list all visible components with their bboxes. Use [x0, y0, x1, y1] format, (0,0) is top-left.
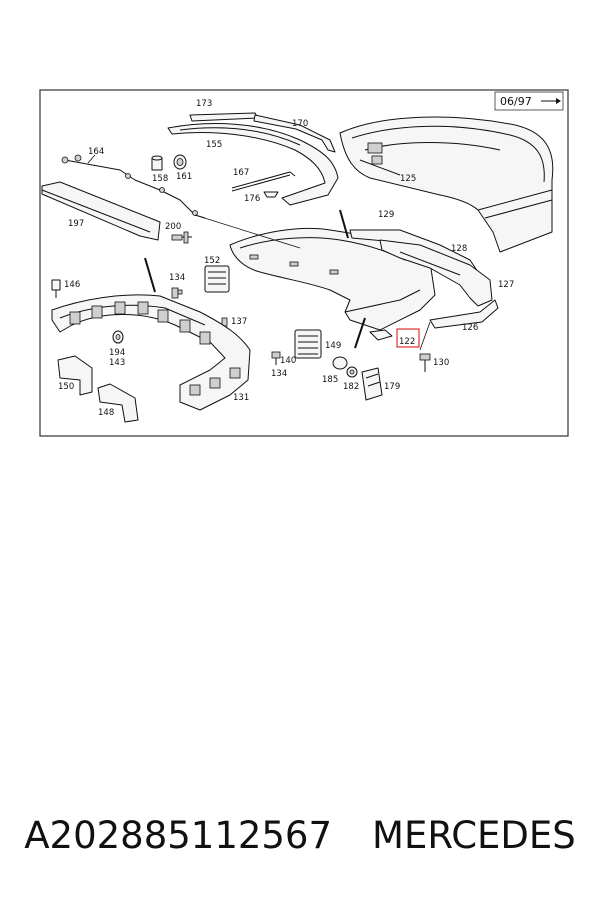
part-126-strip [429, 299, 499, 329]
part-148-bracket [97, 383, 139, 423]
callout-179: 179 [384, 382, 400, 392]
guide-line-e [419, 321, 431, 351]
callout-149: 149 [325, 341, 341, 351]
part-152-reflector [204, 265, 230, 293]
part-167-rod [231, 171, 296, 192]
revision-label: 06/97 [500, 95, 532, 108]
part-129-bumper-cover [229, 227, 436, 331]
callout-129: 129 [378, 210, 394, 220]
part-158-clip [151, 155, 163, 171]
callout-173: 173 [196, 99, 212, 109]
part-179-plate [361, 367, 383, 401]
part-161-plug [173, 154, 187, 170]
callout-127: 127 [498, 280, 514, 290]
callout-194: 194 [109, 348, 125, 358]
callout-182: 182 [343, 382, 359, 392]
callout-152: 152 [204, 256, 220, 266]
caption-bar: A202885112567 MERCEDES [0, 800, 600, 870]
callout-126: 126 [462, 323, 478, 333]
callout-176: 176 [244, 194, 260, 204]
part-149-reflector [294, 329, 322, 359]
part-176-clip [263, 191, 279, 198]
callout-134-upper: 134 [169, 273, 185, 283]
part-170-trim [253, 114, 336, 153]
part-146-clip [51, 279, 61, 298]
callout-155: 155 [206, 140, 222, 150]
callout-146: 146 [64, 280, 80, 290]
part-130-bolt [419, 353, 431, 372]
callout-125: 125 [400, 174, 416, 184]
revision-box: 06/97 [494, 91, 564, 111]
callout-131: 131 [233, 393, 249, 403]
part-182-grommet [346, 366, 358, 378]
part-150-bracket [57, 355, 93, 396]
part-125-bumper-cover [339, 116, 554, 253]
guide-line-b [339, 209, 349, 239]
callout-161: 161 [176, 172, 192, 182]
callout-122: 122 [399, 337, 415, 347]
part-185-nut [332, 356, 348, 370]
arrow-right-icon [556, 98, 561, 104]
callout-128: 128 [451, 244, 467, 254]
callout-148: 148 [98, 408, 114, 418]
brand-name: MERCEDES [372, 813, 576, 857]
callout-158: 158 [152, 174, 168, 184]
callout-150: 150 [58, 382, 74, 392]
guide-line-a [144, 257, 156, 293]
part-155-trim [167, 123, 339, 206]
part-134-bracket-upper [171, 287, 183, 299]
callout-185: 185 [322, 375, 338, 385]
part-122-trim [369, 329, 393, 341]
callout-140: 140 [280, 356, 296, 366]
callout-170: 170 [292, 119, 308, 129]
callout-200: 200 [165, 222, 181, 232]
guide-line-d [194, 214, 301, 249]
callout-167: 167 [233, 168, 249, 178]
callout-134-lower: 134 [271, 369, 287, 379]
callout-143: 143 [109, 358, 125, 368]
callout-130: 130 [433, 358, 449, 368]
part-140-screw [271, 351, 281, 365]
guide-line-c [354, 317, 366, 349]
callout-122-highlight: 122 [396, 328, 420, 348]
part-197-strip [41, 181, 161, 241]
part-127-reinforcement [379, 239, 493, 307]
part-200-screw [171, 231, 192, 244]
callout-197: 197 [68, 219, 84, 229]
part-number: A202885112567 [24, 813, 333, 857]
diagram-frame [39, 89, 569, 437]
part-173-trim [189, 112, 259, 122]
part-194-grommet [112, 330, 124, 344]
callout-164: 164 [88, 147, 104, 157]
part-131-bumper [51, 294, 251, 411]
callout-137: 137 [231, 317, 247, 327]
